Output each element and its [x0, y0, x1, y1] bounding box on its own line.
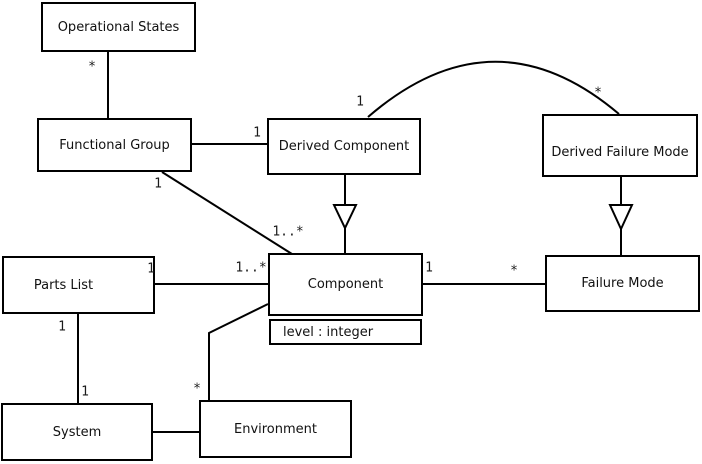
class-node-derived-component: Derived Component: [267, 118, 421, 175]
multiplicity-label-system: 1: [81, 384, 89, 400]
class-name-label: Failure Mode: [581, 276, 664, 291]
generalization-arrowhead-icon: [332, 204, 358, 231]
multiplicity-label-component-failure-mode: 1: [425, 260, 433, 276]
multiplicity-label-component-fg: 1..*: [272, 224, 304, 240]
class-node-system: System: [1, 403, 153, 461]
class-name-label: Parts List: [33, 277, 94, 293]
class-name-label: Derived Component: [278, 139, 410, 154]
class-node-component-attributes: level : integer: [269, 319, 422, 345]
class-node-parts-list: Parts List: [2, 256, 155, 314]
class-name-label: System: [52, 424, 102, 440]
class-name-label: Functional Group: [59, 137, 170, 153]
class-node-failure-mode: Failure Mode: [545, 255, 700, 312]
multiplicity-label-functional-group: 1: [154, 176, 162, 192]
class-node-operational-states: Operational States: [41, 2, 196, 52]
class-name-label: Operational States: [57, 19, 180, 35]
edge-derived-component-derived-failure-mode: [367, 60, 620, 118]
class-node-environment: Environment: [199, 400, 352, 458]
multiplicity-label-environment: *: [193, 381, 201, 397]
generalization-arrowhead-icon: [608, 204, 634, 232]
class-node-component: Component: [268, 253, 423, 316]
class-node-derived-failure-mode: Derived Failure Mode: [542, 114, 698, 177]
class-attribute-label: level : integer: [283, 324, 374, 340]
multiplicity-label-failure-mode: *: [510, 263, 518, 279]
class-name-label: Environment: [233, 421, 317, 437]
multiplicity-label-arc-derived-failure-mode: *: [594, 85, 602, 101]
edge-component-environment: [208, 303, 269, 401]
class-name-label: Derived Failure Mode: [551, 145, 689, 160]
multiplicity-label-parts-list-system: 1: [58, 319, 66, 335]
multiplicity-label-parts-list-component: 1: [147, 261, 155, 277]
multiplicity-label-arc-derived-component: 1: [356, 94, 364, 110]
edge-functional-group-component: [161, 171, 293, 255]
class-node-functional-group: Functional Group: [37, 118, 192, 172]
multiplicity-label-operational-states: *: [88, 59, 96, 75]
class-name-label: Component: [307, 277, 384, 292]
multiplicity-label-component-parts-list: 1..*: [235, 260, 267, 276]
multiplicity-label-derived-component: 1: [253, 125, 261, 141]
